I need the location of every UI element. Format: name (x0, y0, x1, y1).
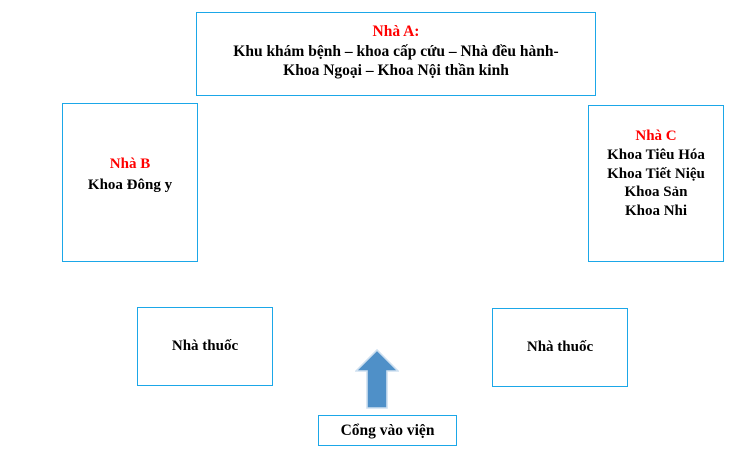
building-b-box[interactable]: Nhà B Khoa Đông y (62, 103, 198, 262)
building-c-box[interactable]: Nhà C Khoa Tiêu Hóa Khoa Tiết Niệu Khoa … (588, 105, 724, 262)
pharmacy-left-label: Nhà thuốc (171, 338, 239, 355)
building-c-heading: Nhà C (635, 128, 677, 144)
building-a-line-2: Khoa Ngoại – Khoa Nội thần kinh (283, 62, 509, 80)
building-c-line-1: Khoa Tiêu Hóa (607, 147, 705, 164)
building-b-heading: Nhà B (109, 156, 151, 173)
building-c-line-2: Khoa Tiết Niệu (607, 165, 705, 182)
building-c-line-3: Khoa Sản (624, 184, 688, 201)
pharmacy-left-box[interactable]: Nhà thuốc (137, 307, 273, 386)
building-b-line-1: Khoa Đông y (87, 176, 173, 193)
building-a-line-1: Khu khám bệnh – khoa cấp cứu – Nhà đều h… (233, 43, 559, 61)
building-a-box[interactable]: Nhà A: Khu khám bệnh – khoa cấp cứu – Nh… (196, 12, 596, 96)
gate-label: Cổng vào viện (340, 421, 435, 439)
building-a-heading: Nhà A: (372, 23, 420, 40)
pharmacy-right-box[interactable]: Nhà thuốc (492, 308, 628, 387)
gate-entrance-box[interactable]: Cổng vào viện (318, 415, 457, 446)
building-c-line-4: Khoa Nhi (624, 202, 688, 219)
pharmacy-right-label: Nhà thuốc (526, 339, 594, 356)
arrow-up-icon (354, 348, 400, 409)
